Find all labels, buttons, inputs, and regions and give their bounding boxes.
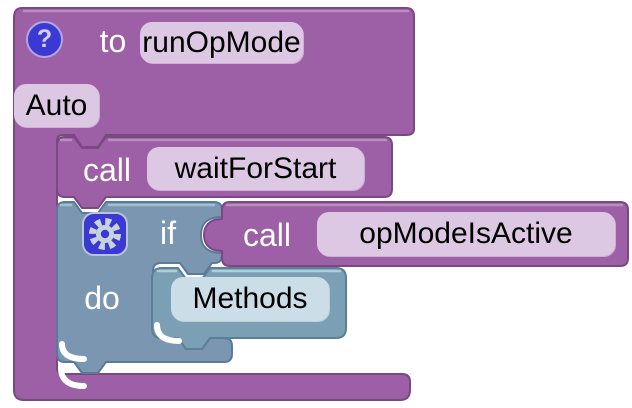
procedure-name-field[interactable]: runOpMode — [140, 22, 303, 63]
to-label: to — [99, 22, 127, 59]
methods-name-field[interactable]: Methods — [171, 277, 329, 321]
waitforstart-method-field[interactable]: waitForStart — [147, 147, 364, 190]
call-label-waitforstart: call — [82, 151, 131, 188]
if-label: if — [160, 214, 176, 251]
methods-bottom-gap-highlight — [154, 322, 182, 344]
gear-icon[interactable] — [82, 212, 128, 256]
if-bottom-gap-highlight — [59, 341, 87, 362]
runopmode-bottom-gap-highlight — [58, 365, 87, 389]
do-label: do — [84, 279, 120, 316]
call-label-opmodeisactive: call — [242, 216, 291, 253]
help-icon[interactable]: ? — [26, 21, 63, 58]
opmodeisactive-method-field[interactable]: opModeIsActive — [317, 212, 615, 256]
flavor-field[interactable]: Auto — [14, 84, 99, 127]
gear-glyph — [89, 218, 121, 250]
